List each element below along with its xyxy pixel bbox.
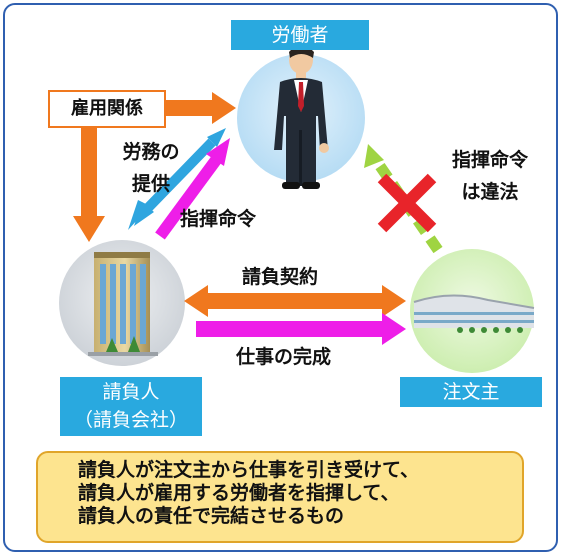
illegal-command-line1: 指揮命令 bbox=[451, 149, 528, 171]
employment-arrow bbox=[166, 92, 236, 124]
completion-text: 仕事の完成 bbox=[236, 346, 332, 368]
client-label: 注文主 bbox=[400, 377, 542, 407]
businessman-illustration bbox=[274, 45, 329, 189]
illegal-command-text: 指揮命令 は違法 bbox=[440, 147, 540, 205]
contractor-label-line1: 請負人 bbox=[102, 381, 160, 403]
illegal-command-line2: は違法 bbox=[461, 181, 519, 203]
labor-provided-text: 労務の 提供 bbox=[106, 139, 196, 197]
employment-down-arrow bbox=[73, 128, 105, 242]
labor-provided-line1: 労務の bbox=[122, 141, 180, 163]
contractor-label-line2: （請負会社） bbox=[73, 409, 188, 431]
employment-relation-box: 雇用関係 bbox=[48, 90, 166, 128]
summary-box: 請負人が注文主から仕事を引き受けて、 請負人が雇用する労働者を指揮して、 請負人… bbox=[36, 451, 524, 543]
summary-line-2: 請負人が雇用する労働者を指揮して、 bbox=[78, 482, 400, 504]
completion-arrow bbox=[196, 313, 406, 345]
factory-building-illustration bbox=[413, 294, 535, 333]
summary-line-1: 請負人が注文主から仕事を引き受けて、 bbox=[78, 459, 420, 481]
contractor-label: 請負人 （請負会社） bbox=[60, 377, 202, 436]
worker-label: 労働者 bbox=[231, 20, 369, 50]
labor-provided-line2: 提供 bbox=[131, 173, 170, 195]
labor-arrow bbox=[128, 128, 226, 230]
contract-arrow bbox=[184, 285, 406, 317]
office-building-illustration bbox=[88, 252, 158, 356]
red-x-mark-icon bbox=[377, 173, 437, 233]
command-text: 指揮命令 bbox=[180, 208, 257, 230]
summary-line-3: 請負人の責任で完結させるもの bbox=[78, 505, 345, 527]
command-arrow bbox=[155, 138, 230, 240]
contract-text: 請負契約 bbox=[242, 266, 319, 288]
